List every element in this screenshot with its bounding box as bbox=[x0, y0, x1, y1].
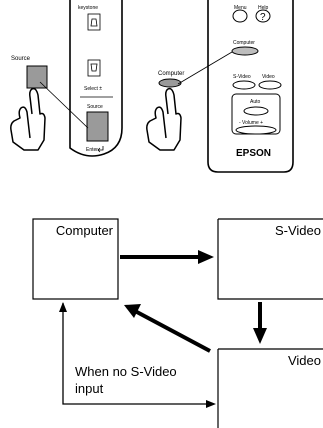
computer-button-label: Computer bbox=[233, 40, 255, 46]
volume-label: - Volume + bbox=[239, 120, 263, 126]
projector-source-callout: Source bbox=[10, 56, 89, 151]
svideo-box bbox=[217, 218, 323, 300]
remote-computer-button[interactable] bbox=[231, 46, 259, 56]
keystone-down-icon bbox=[90, 63, 98, 72]
projector-panel: keystone Select ± Source Enter bbox=[69, 0, 123, 157]
help-label: Help bbox=[258, 5, 269, 11]
help-symbol: ? bbox=[260, 12, 266, 23]
pointing-hand-icon bbox=[10, 87, 46, 151]
video-box-label: Video bbox=[288, 353, 321, 368]
video-button-label: Video bbox=[262, 74, 275, 80]
auto-button[interactable] bbox=[243, 106, 269, 116]
menu-label: Menu bbox=[234, 5, 247, 11]
svideo-button-label: S-Video bbox=[233, 74, 251, 80]
callout-line bbox=[177, 51, 233, 85]
keystone-up-button[interactable] bbox=[87, 13, 101, 31]
arrow-video-to-computer-head bbox=[124, 304, 141, 318]
enter-label: Enter bbox=[86, 147, 98, 153]
enter-arrow-icon bbox=[97, 146, 104, 153]
arrow-computer-to-svideo-head bbox=[198, 250, 214, 264]
arrow-video-to-computer bbox=[134, 309, 211, 353]
menu-button[interactable] bbox=[232, 9, 248, 23]
svideo-box-label: S-Video bbox=[275, 223, 321, 238]
callout-line bbox=[39, 81, 89, 129]
remote-computer-callout: Computer bbox=[146, 51, 233, 151]
arrow-no-svideo-right-head bbox=[206, 400, 216, 408]
flow-diagram: Computer S-Video Video When no S-Video i… bbox=[32, 218, 323, 428]
select-label: Select ± bbox=[84, 86, 102, 92]
pointing-hand-icon bbox=[146, 87, 182, 151]
remote-svideo-button[interactable] bbox=[232, 80, 256, 90]
video-box bbox=[217, 348, 323, 428]
auto-label: Auto bbox=[250, 99, 261, 105]
arrow-no-svideo-bypass bbox=[62, 303, 206, 405]
volume-rocker[interactable] bbox=[235, 125, 277, 135]
source-button-label: Source bbox=[87, 104, 103, 110]
computer-callout-label: Computer bbox=[158, 71, 184, 77]
keystone-down-button[interactable] bbox=[87, 59, 101, 77]
computer-box-label: Computer bbox=[56, 223, 114, 238]
keystone-label: keystone bbox=[78, 5, 98, 11]
source-callout-label: Source bbox=[11, 56, 31, 62]
no-svideo-note-line2: input bbox=[75, 381, 104, 396]
remote-control: Menu Help ? Computer S-Video Video Auto … bbox=[207, 0, 294, 173]
arrow-svideo-to-video-head bbox=[253, 328, 267, 344]
arrow-no-svideo-up-head bbox=[59, 302, 67, 312]
computer-box bbox=[32, 218, 119, 300]
keystone-up-icon bbox=[90, 18, 98, 27]
remote-video-button[interactable] bbox=[258, 80, 282, 90]
no-svideo-note-line1: When no S-Video bbox=[75, 364, 177, 379]
brand-logo: EPSON bbox=[236, 148, 271, 159]
source-button-callout bbox=[26, 65, 48, 89]
source-button[interactable] bbox=[86, 111, 109, 142]
computer-button-callout bbox=[158, 78, 182, 88]
help-button[interactable] bbox=[255, 9, 271, 23]
